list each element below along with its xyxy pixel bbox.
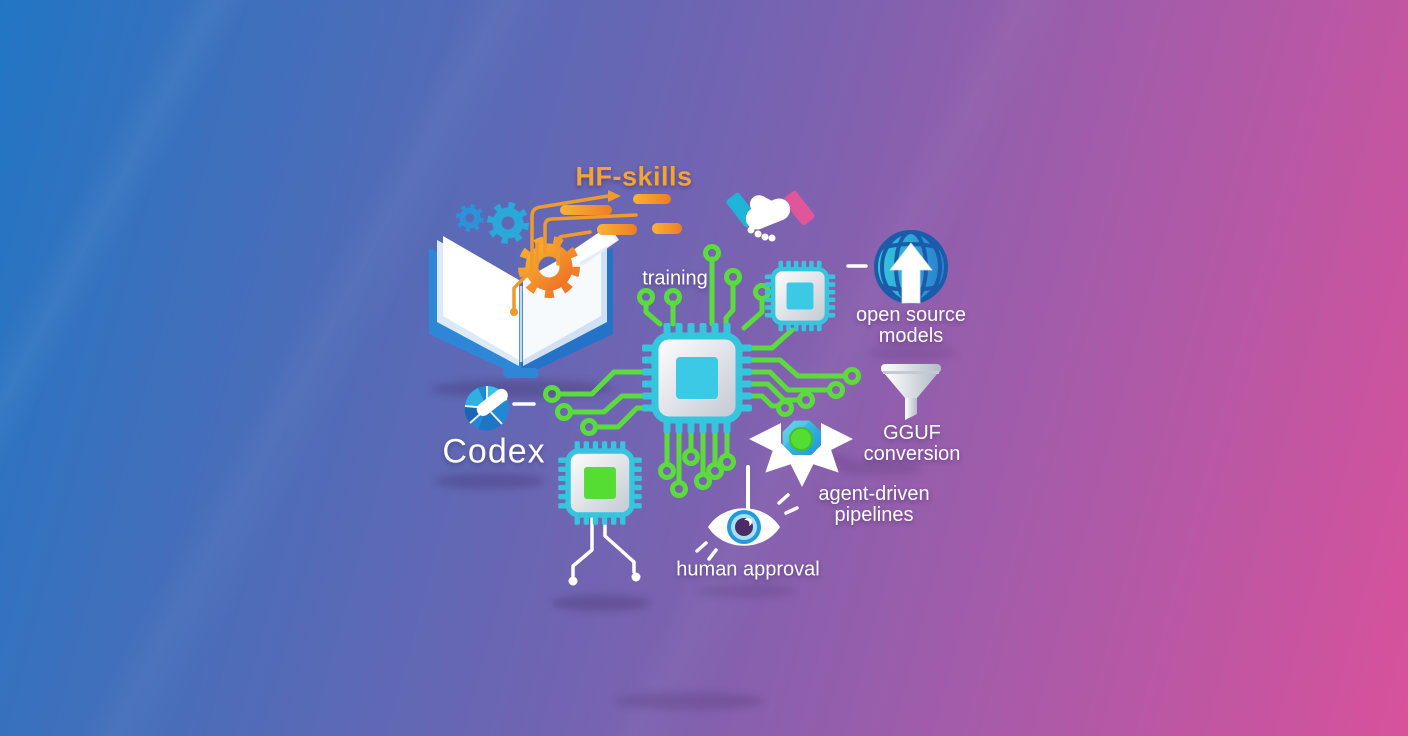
hf-skills-label: HF-skills [575,161,693,192]
agent-driven-pipelines-line2: pipelines [834,504,914,526]
small-blue-gear-icon [456,204,484,232]
handshake-icon [726,190,815,242]
gguf-conversion-line2: conversion [863,443,961,465]
codex-label: Codex [442,432,546,471]
eye-icon [695,493,799,561]
open-source-models-line2: models [878,325,944,347]
hf-skills-traces [510,190,682,316]
leg-terminal-dot [631,572,641,582]
medium-teal-gear-icon [487,202,529,244]
training-label: training [642,267,708,290]
chip-icon-top-right [765,261,835,331]
funnel-icon [881,364,941,420]
agent-driven-pipelines-line1: agent-driven [818,483,930,505]
chip-legs [571,516,636,578]
chip-icon-bottom-left [558,441,642,525]
globe-upload-icon [874,230,948,304]
open-source-models-line1: open source [855,304,967,326]
codex-sphere-icon [464,386,509,431]
open-source-models-label: open source models [856,305,966,347]
hexagon-node-icon [749,420,853,487]
agent-driven-pipelines-label: agent-driven pipelines [818,484,929,526]
open-book-with-gears-icon [429,226,619,378]
central-chip-icon [642,323,752,433]
green-circuit-traces [543,244,861,498]
leg-terminal-dot [568,576,578,586]
gguf-conversion-line1: GGUF [883,422,941,444]
gguf-conversion-label: GGUF conversion [864,423,961,465]
human-approval-label: human approval [676,558,820,581]
